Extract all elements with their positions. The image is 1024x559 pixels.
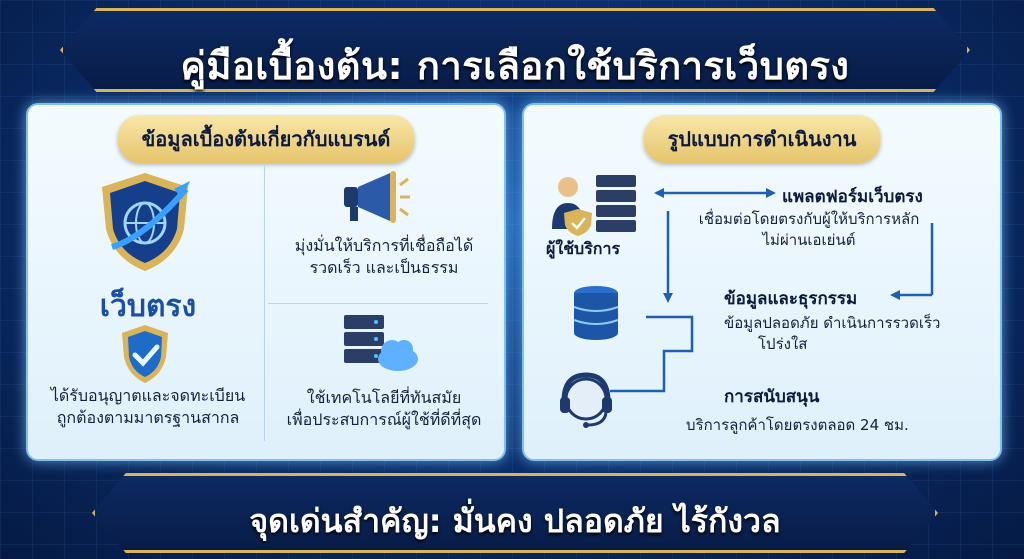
platform-title: แพลตฟอร์มเว็บตรง — [782, 187, 923, 207]
highlight-text: จุดเด่นสำคัญ: มั่นคง ปลอดภัย ไร้กังวล — [249, 502, 781, 540]
platform-line2: ไม่ผ่านเอเย่นต์ — [762, 231, 856, 249]
divider-horizontal — [268, 303, 488, 304]
commitment-text: มุ่งมั่นให้บริการที่เชื่อถือได้ รวดเร็ว … — [266, 235, 502, 279]
licensed-line1: ได้รับอนุญาตและจดทะเบียน — [50, 386, 246, 405]
licensed-text: ได้รับอนุญาตและจดทะเบียน ถูกต้องตามมาตรฐ… — [32, 385, 264, 429]
data-title: ข้อมูลและธุรกรรม — [724, 289, 858, 309]
technology-text: ใช้เทคโนโลยีที่ทันสมัย เพื่อประสบการณ์ผู… — [266, 387, 502, 431]
operation-panel: รูปแบบการดำเนินงาน ผู้ใช้บริการ — [522, 103, 1002, 461]
database-icon — [573, 286, 619, 340]
data-line1: ข้อมูลปลอดภัย ดำเนินการรวดเร็ว — [724, 314, 941, 332]
user-server-icon — [552, 175, 636, 236]
platform-line1: เชื่อมต่อโดยตรงกับผู้ให้บริการหลัก — [698, 210, 920, 228]
data-desc: ข้อมูลปลอดภัย ดำเนินการรวดเร็ว โปร่งใส — [724, 313, 940, 355]
megaphone-icon — [344, 171, 410, 223]
brand-info-panel: ข้อมูลเบื้องต้นเกี่ยวกับแบรนด์ เว็บตรง ไ… — [26, 103, 506, 461]
divider-vertical — [264, 165, 265, 441]
brand-name: เว็บตรง — [99, 289, 197, 324]
brand-info-heading: ข้อมูลเบื้องต้นเกี่ยวกับแบรนด์ — [117, 115, 415, 163]
commitment-line1: มุ่งมั่นให้บริการที่เชื่อถือได้ — [294, 236, 474, 255]
technology-line1: ใช้เทคโนโลยีที่ทันสมัย — [306, 388, 462, 407]
page-title: คู่มือเบื้องต้น: การเลือกใช้บริการเว็บตร… — [180, 44, 850, 88]
support-title: การสนับสนุน — [724, 387, 820, 407]
licensed-line2: ถูกต้องตามมาตรฐานสากล — [56, 408, 240, 427]
data-line2: โปร่งใส — [758, 335, 808, 353]
flow-connector-lines — [610, 188, 934, 393]
operation-heading: รูปแบบการดำเนินงาน — [643, 115, 881, 163]
technology-line2: เพื่อประสบการณ์ผู้ใช้ที่ดีที่สุด — [286, 410, 482, 429]
server-cloud-icon — [344, 315, 418, 371]
user-label: ผู้ใช้บริการ — [546, 239, 621, 258]
brand-shield-logo-icon — [102, 173, 190, 271]
highlight-banner: จุดเด่นสำคัญ: มั่นคง ปลอดภัย ไร้กังวล — [92, 473, 938, 553]
headset-support-icon — [560, 372, 612, 428]
shield-check-icon — [122, 325, 168, 383]
support-desc: บริการลูกค้าโดยตรงตลอด 24 ชม. — [686, 416, 909, 434]
commitment-line2: รวดเร็ว และเป็นธรรม — [309, 258, 459, 277]
platform-desc: เชื่อมต่อโดยตรงกับผู้ให้บริการหลัก ไม่ผ่… — [684, 209, 934, 251]
title-banner: คู่มือเบื้องต้น: การเลือกใช้บริการเว็บตร… — [60, 8, 970, 92]
